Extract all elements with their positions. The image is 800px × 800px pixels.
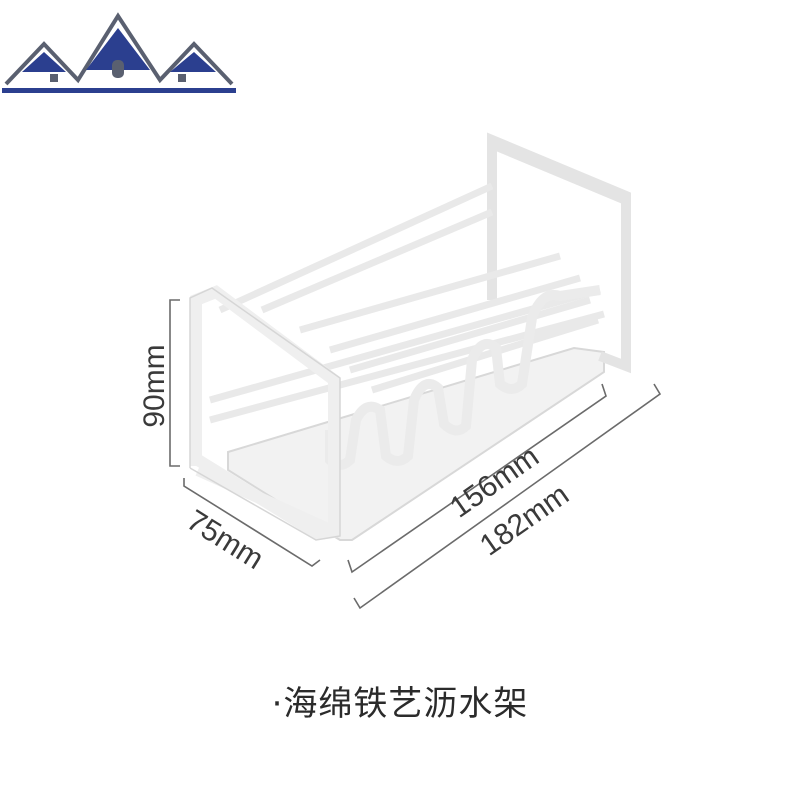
drip-tray: [227, 346, 605, 541]
dimension-lines: [169, 299, 662, 610]
rack-front-frame-edges: [189, 287, 341, 541]
product-caption: ·海绵铁艺沥水架: [271, 684, 529, 724]
rack-front-frame: [190, 285, 340, 541]
depth-dimension-label: 75mm: [181, 504, 269, 576]
house-roof-icon: [2, 12, 236, 93]
rack-back-frame: [487, 132, 631, 374]
wavy-sponge-holder: [325, 285, 601, 470]
rack-rails: [209, 182, 605, 424]
brand-logo: [0, 0, 238, 102]
height-dimension-label: 90mm: [138, 344, 171, 427]
